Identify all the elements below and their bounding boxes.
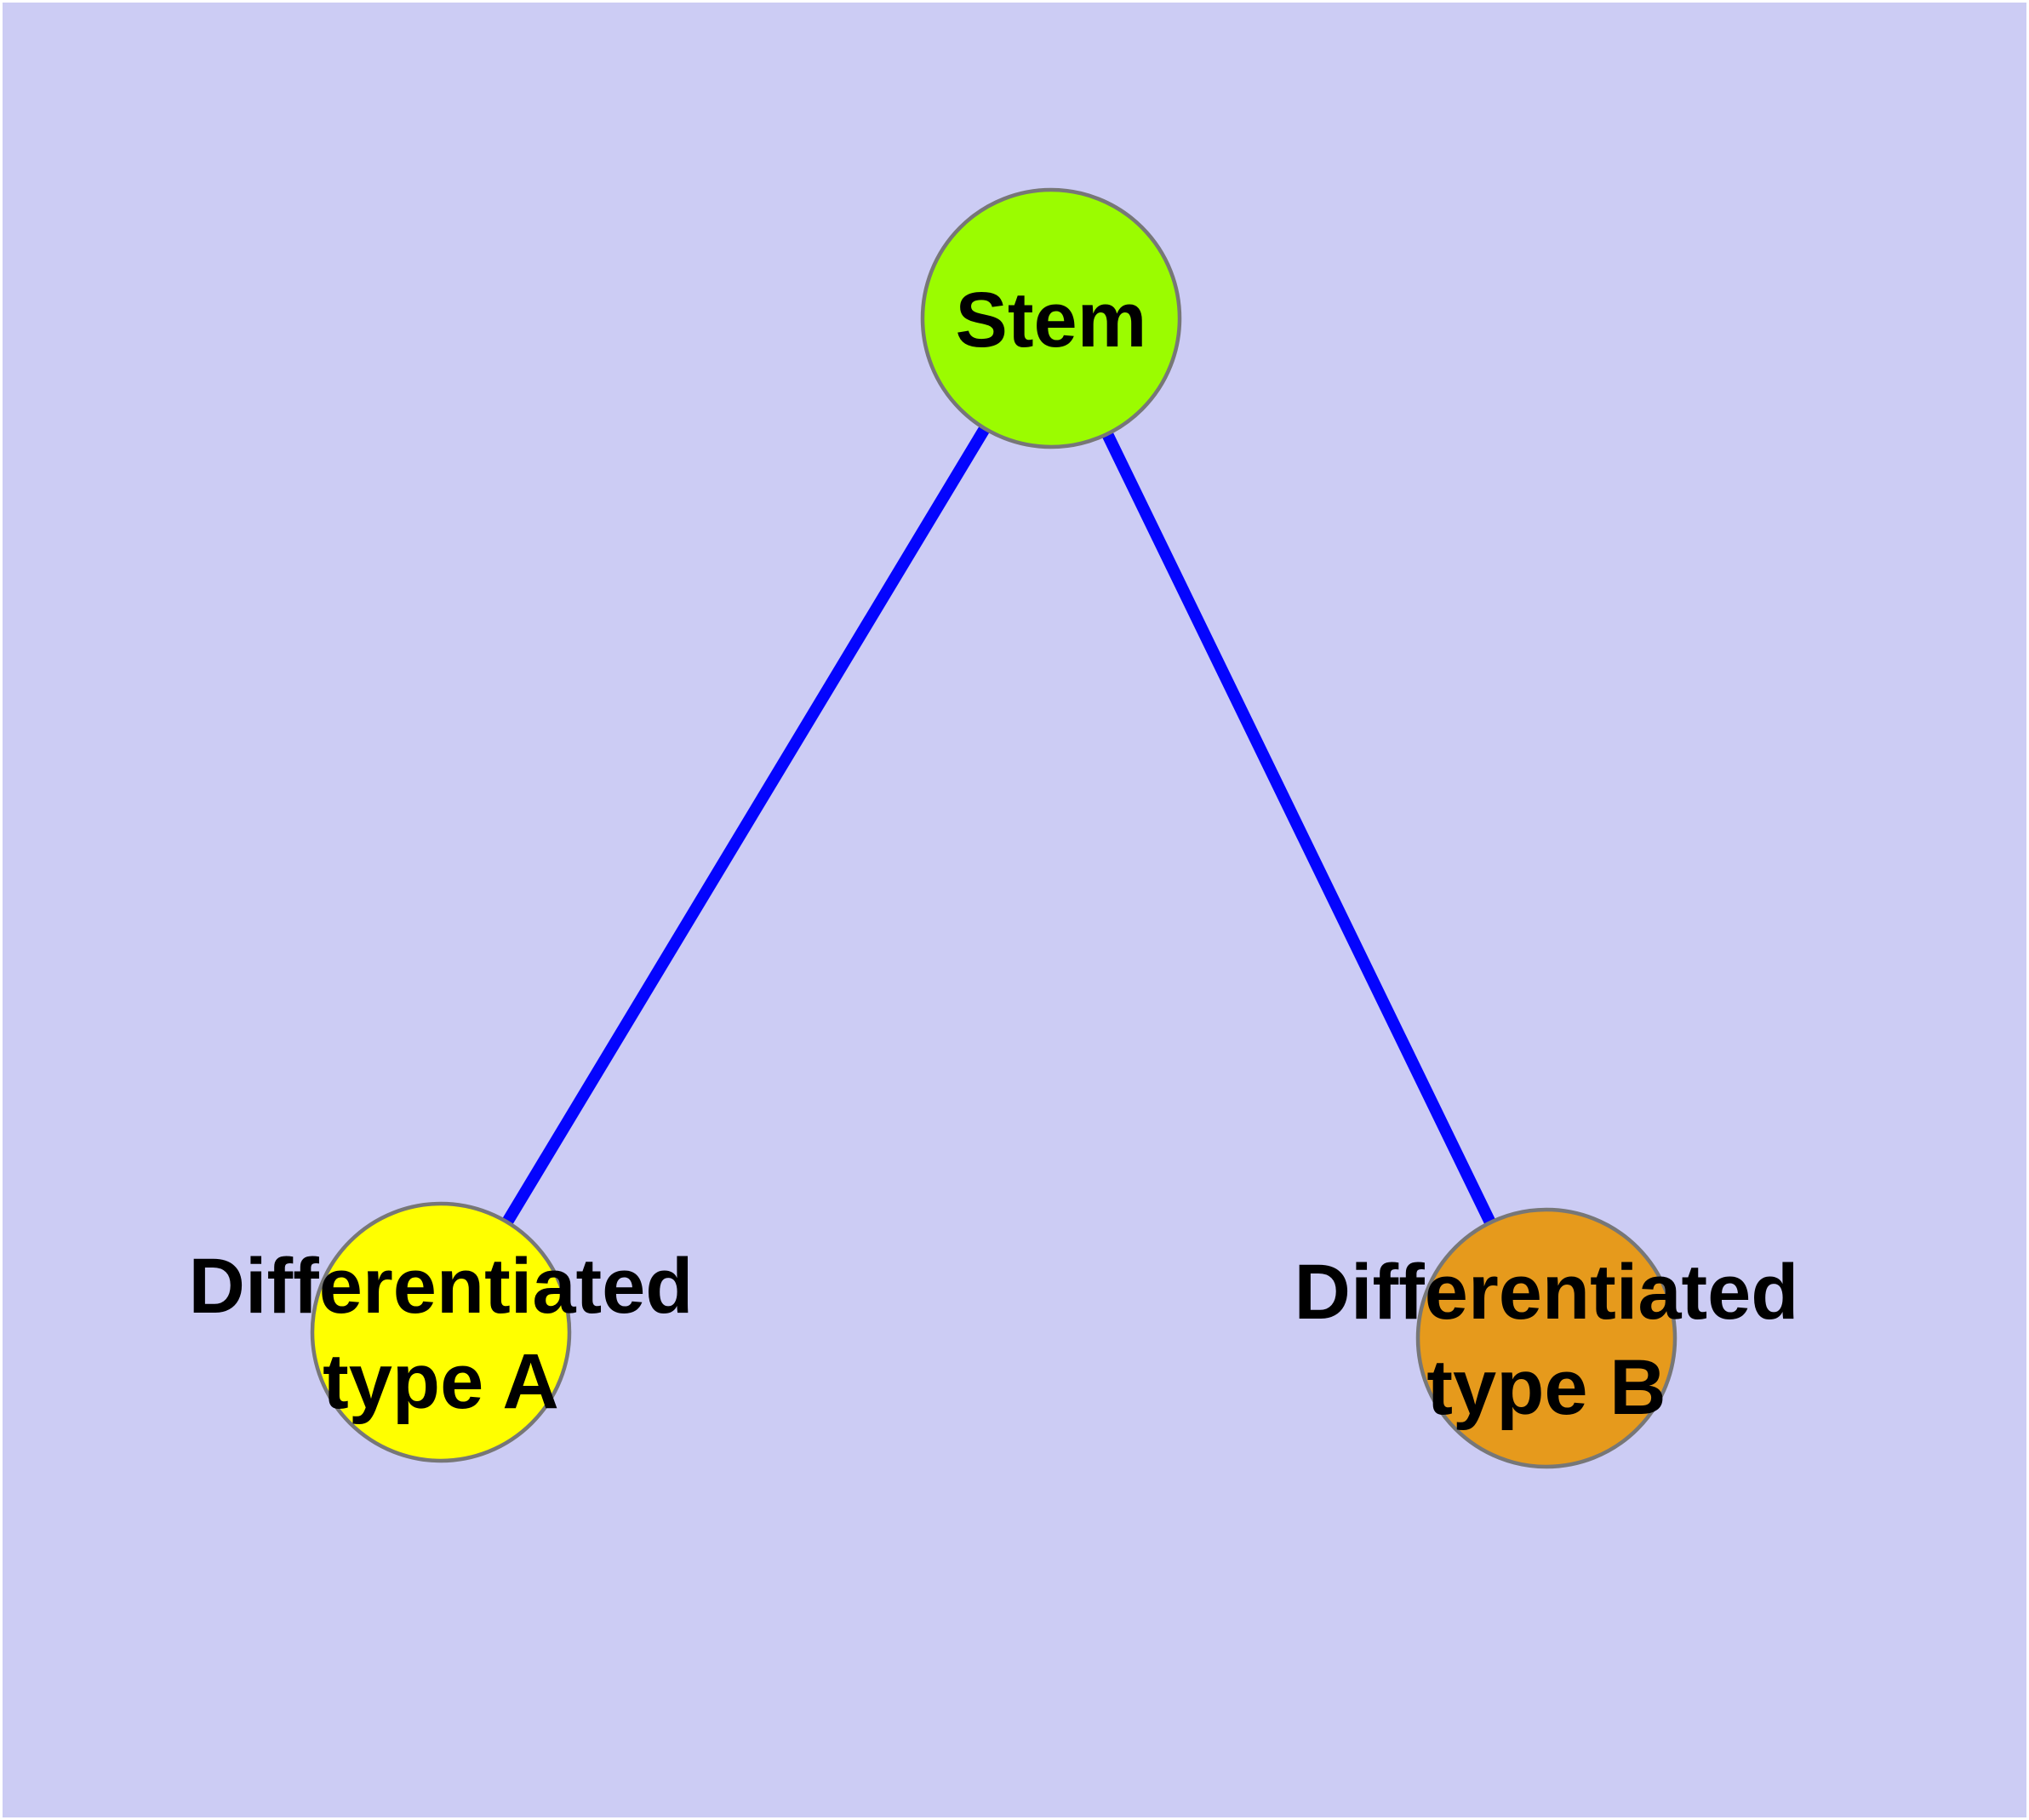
node-label-line: Differentiated (189, 1243, 694, 1330)
node-differentiated-type-a (310, 1201, 572, 1463)
node-label-line: Stem (956, 277, 1147, 363)
edge-stem-differentiated-type-a (436, 315, 1056, 1336)
node-label-line: type A (323, 1338, 559, 1425)
node-label-stem: Stem (956, 277, 1147, 363)
node-differentiated-type-b (1415, 1207, 1677, 1469)
node-label-line: Differentiated (1295, 1249, 1799, 1336)
node-label-line: type B (1426, 1344, 1666, 1431)
edge-stem-differentiated-type-b (1045, 315, 1552, 1342)
node-stem (920, 187, 1182, 449)
